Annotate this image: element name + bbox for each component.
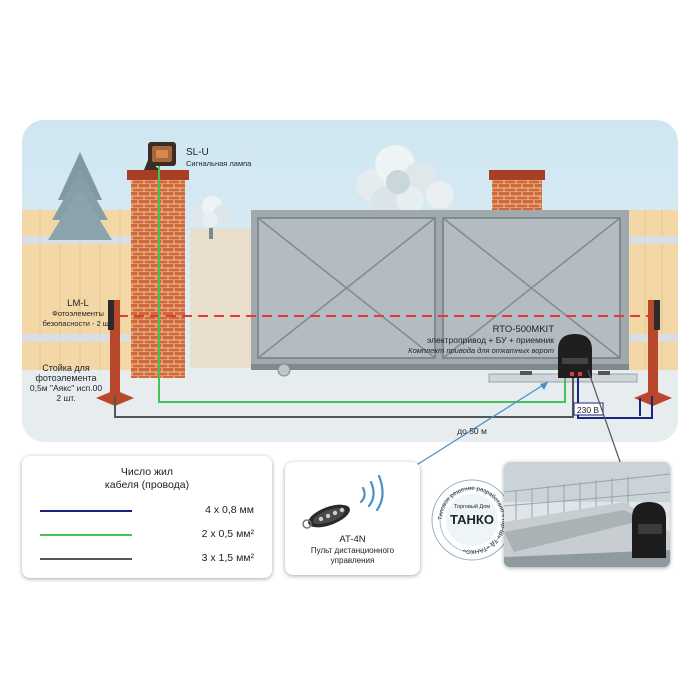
right-brick-pillar [489, 170, 545, 212]
remote-model: AT-4N [339, 534, 366, 545]
legend-title-line-2: кабеля (провода) [104, 479, 190, 491]
power-label: 230 В [577, 405, 600, 415]
lamp-desc: Сигнальная лампа [186, 159, 252, 168]
distance-label: до 50 м [457, 426, 487, 436]
remote-card: AT-4N Пульт дистанционного управления [285, 462, 420, 575]
legend-item: 2 x 0,5 мм² [40, 528, 254, 542]
legend-label: 2 x 0,5 мм² [201, 528, 254, 540]
remote-desc-1: Пульт дистанционного [310, 546, 395, 555]
pine-tree [48, 152, 112, 240]
legend-swatch-green [40, 534, 132, 536]
legend-label: 4 x 0,8 мм [205, 504, 254, 516]
photocells-desc-2: безопасности - 2 шт. [42, 319, 113, 328]
drive-desc: электропривод + БУ + приемник [427, 335, 554, 345]
signal-lamp-icon [144, 142, 176, 170]
post-line-3: 0,5м "Аякс" исп.00 [30, 383, 102, 393]
legend-label: 3 x 1,5 мм² [201, 552, 254, 564]
photocells-desc-1: Фотоэлементы [52, 309, 104, 318]
drive-unit [488, 334, 638, 383]
legend-item: 3 x 1,5 мм² [40, 552, 254, 566]
photo-pointer-line [587, 369, 626, 477]
sliding-gate [251, 210, 629, 377]
legend-title-line-1: Число жил [120, 466, 174, 478]
cable-dark [114, 378, 574, 418]
drive-note: Комплект привода для откатных ворот [408, 346, 554, 355]
legend-title: Число жил кабеля (провода) [22, 466, 272, 492]
legend-item: 4 x 0,8 мм [40, 504, 254, 518]
drive-model: RTO-500MKIT [493, 324, 555, 335]
remote-illustration [302, 474, 384, 529]
cable-blue [577, 378, 653, 419]
legend-swatch-gray [40, 558, 132, 560]
cable-green [158, 166, 566, 403]
post-line-4: 2 шт. [56, 393, 75, 403]
photocells-model: LM-L [67, 298, 89, 309]
installation-photo [504, 462, 670, 567]
cable-legend: Число жил кабеля (провода) 4 x 0,8 мм 2 … [22, 456, 272, 578]
radio-waves-icon [359, 474, 384, 512]
photo-illustration [504, 462, 670, 567]
snowy-tree-small [191, 196, 231, 239]
remote-control-icon [302, 504, 350, 529]
drive-unit-photo [632, 502, 666, 558]
legend-swatch-blue [40, 510, 132, 512]
post-line-1: Стойка для [42, 363, 90, 373]
post-line-2: фотоэлемента [35, 373, 96, 383]
snowy-tree-large [356, 145, 454, 214]
remote-desc-2: управления [330, 556, 375, 565]
lamp-model: SL-U [186, 147, 209, 158]
